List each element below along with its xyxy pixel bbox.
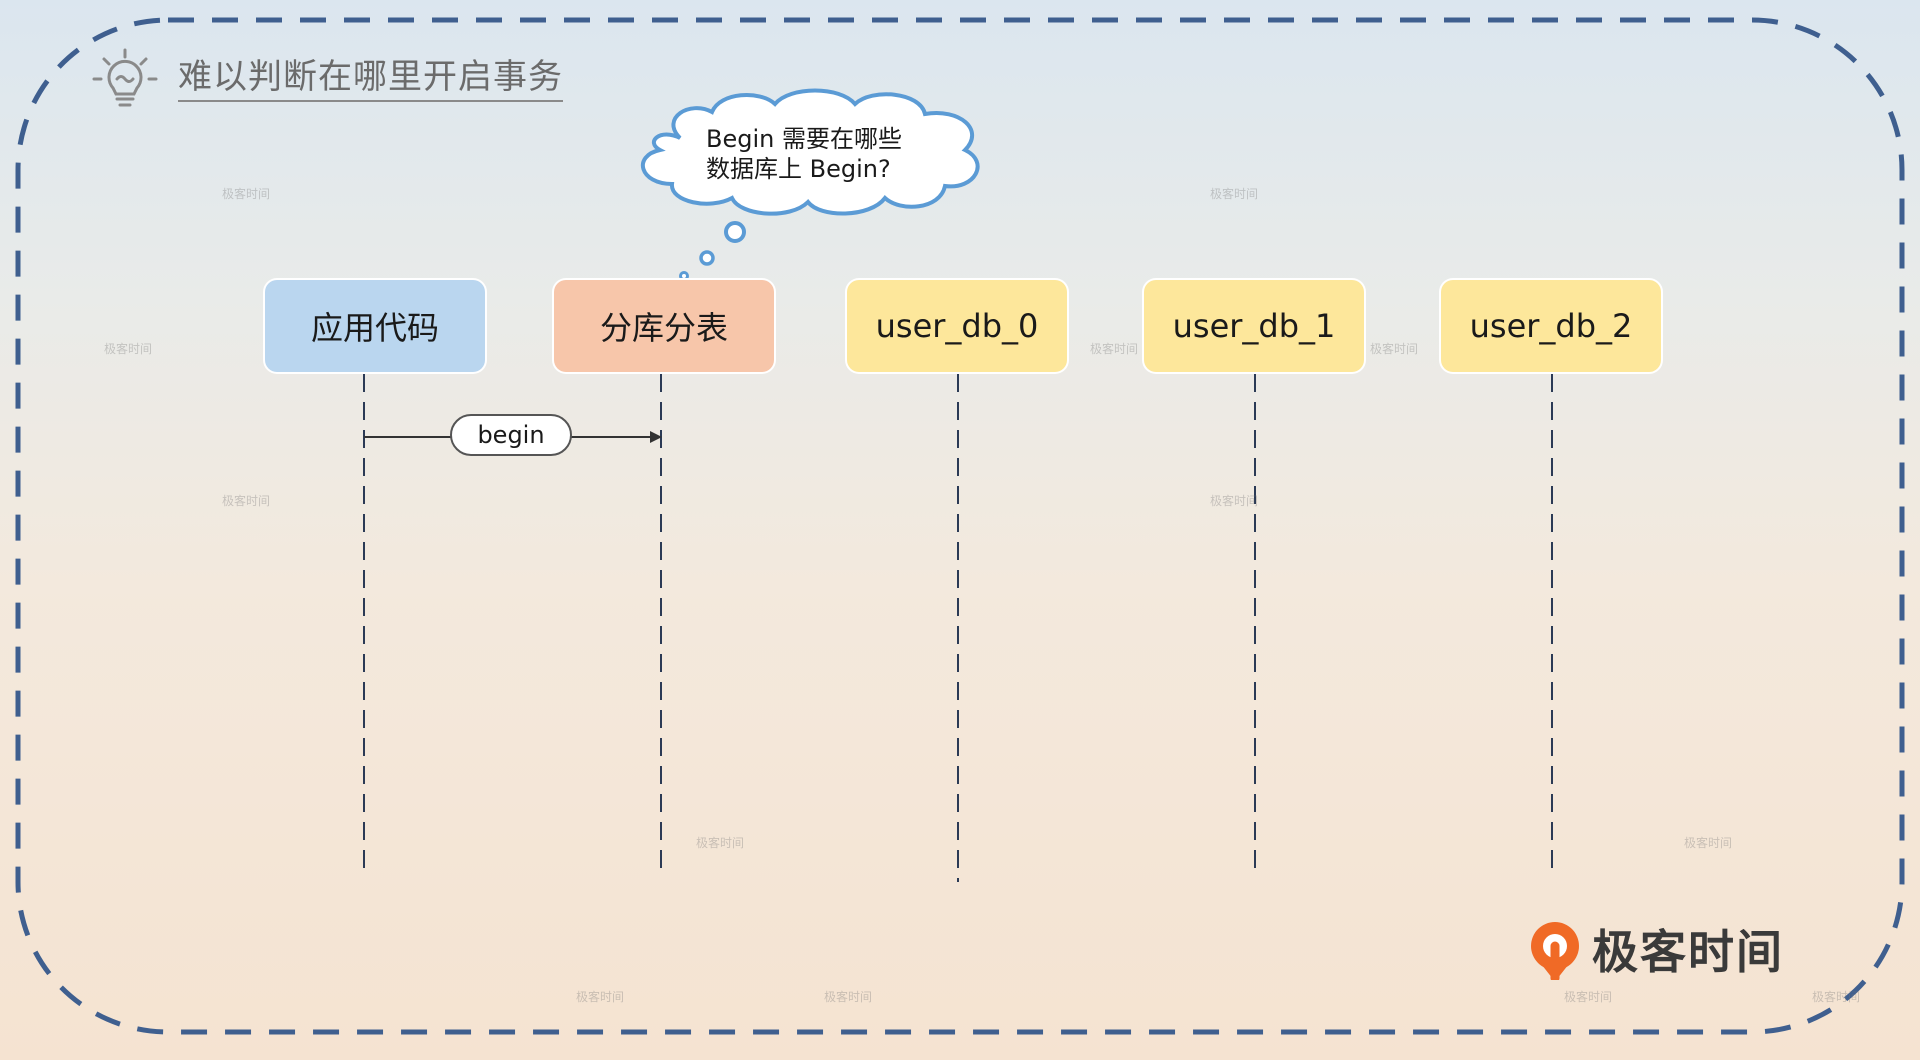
node-user-db-0: user_db_0	[847, 280, 1067, 372]
thought-line-1: Begin 需要在哪些	[706, 125, 902, 153]
watermark: 极客时间	[1090, 342, 1139, 356]
node-app-code: 应用代码	[265, 280, 485, 372]
watermark: 极客时间	[1210, 187, 1259, 201]
brand-icon	[1531, 922, 1579, 980]
watermark: 极客时间	[222, 187, 271, 201]
watermark: 极客时间	[696, 836, 745, 850]
thought-bubble-text: Begin 需要在哪些 数据库上 Begin?	[706, 124, 966, 184]
page-title: 难以判断在哪里开启事务	[178, 56, 563, 102]
lightbulb-icon	[92, 48, 158, 107]
watermark: 极客时间	[1370, 342, 1419, 356]
watermark: 极客时间	[576, 990, 625, 1004]
brand-logo: 极客时间	[1526, 916, 1784, 982]
node-user-db-1: user_db_1	[1144, 280, 1364, 372]
thought-line-2: 数据库上 Begin?	[706, 155, 891, 183]
watermark: 极客时间	[1684, 836, 1733, 850]
brand-name: 极客时间	[1592, 925, 1784, 979]
node-user-db-2: user_db_2	[1441, 280, 1661, 372]
node-sharding: 分库分表	[554, 280, 774, 372]
watermark: 极客时间	[824, 990, 873, 1004]
watermark: 极客时间	[1210, 494, 1259, 508]
watermark: 极客时间	[1564, 990, 1613, 1004]
watermark: 极客时间	[222, 494, 271, 508]
begin-message-label: begin	[450, 414, 572, 456]
watermark: 极客时间	[104, 342, 153, 356]
watermark: 极客时间	[1812, 990, 1861, 1004]
